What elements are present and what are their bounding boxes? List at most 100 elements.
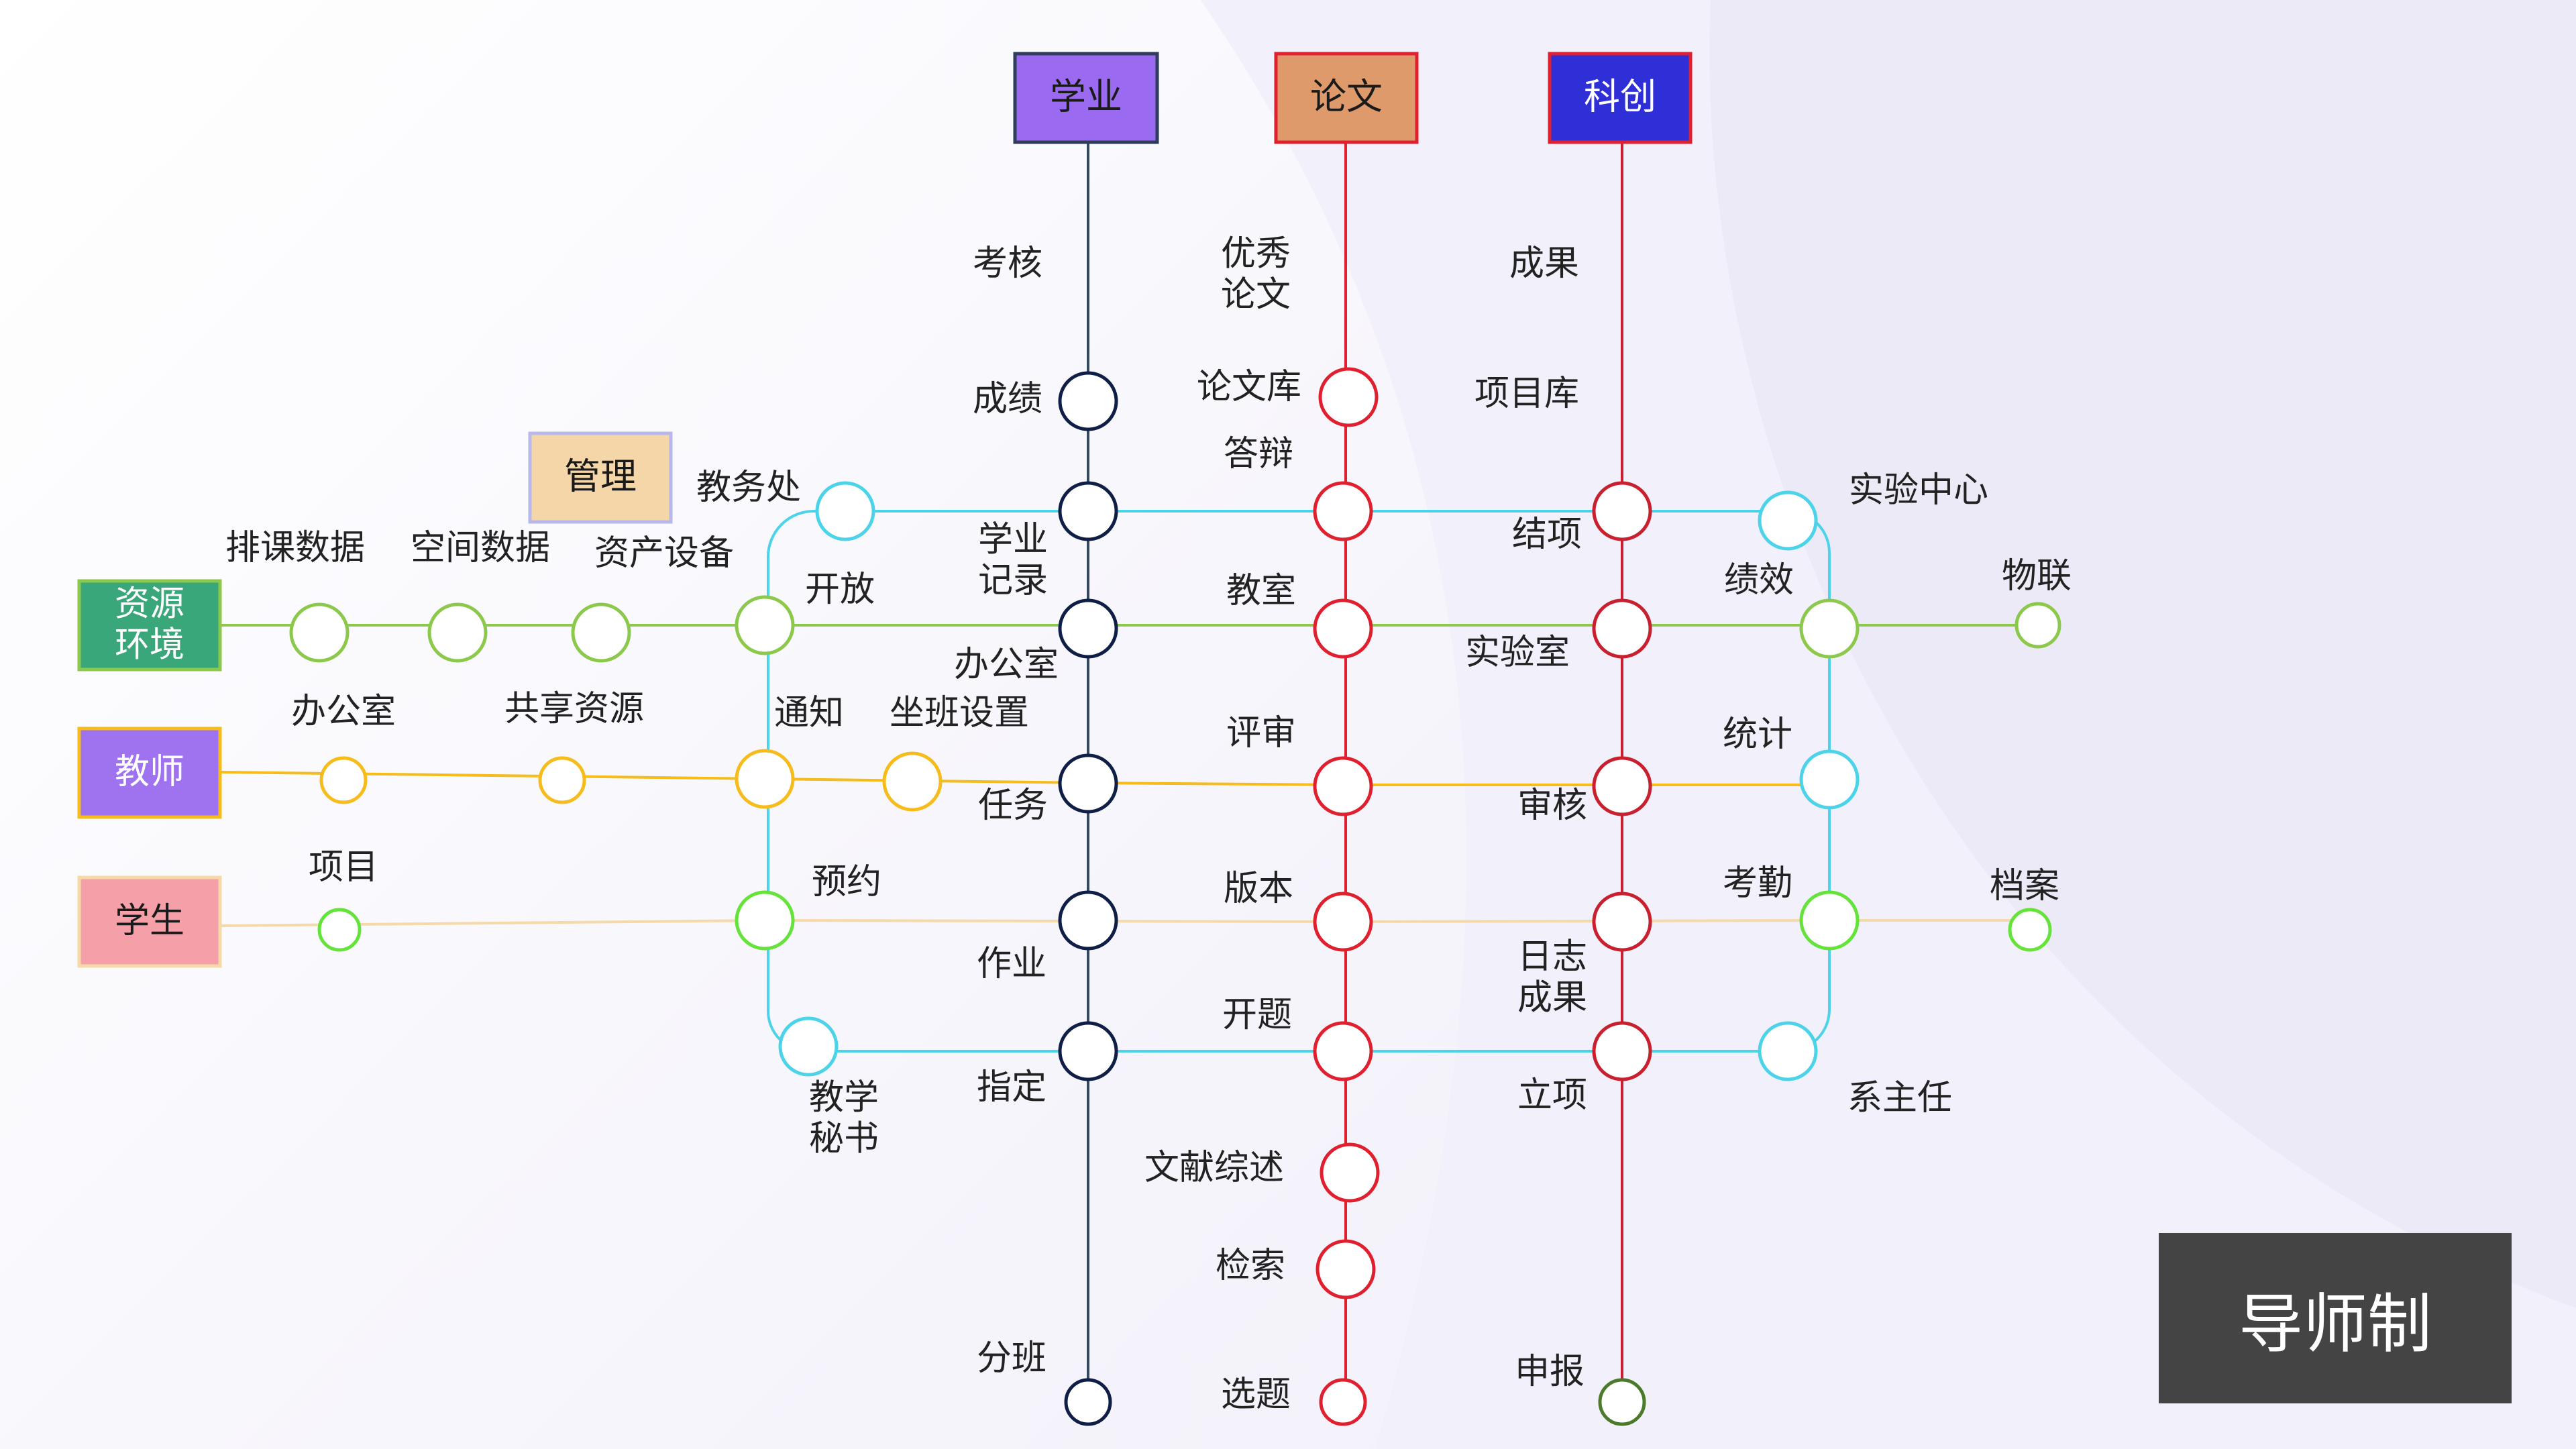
station-16 <box>1592 481 1652 541</box>
station-39 <box>317 908 362 952</box>
line-terminal-boxes: 学业论文科创管理资源环境教师学生 <box>77 52 1693 968</box>
station-9 <box>1313 598 1373 659</box>
station-label-banben: 版本 <box>1224 869 1293 909</box>
station-40 <box>2008 908 2052 952</box>
header-box-label-lunwen: 论文 <box>1310 76 1383 118</box>
station-label-xizhuren: 系主任 <box>1847 1078 1952 1118</box>
station-label-shiyanshi: 实验室 <box>1465 633 1570 673</box>
station-label-bangongshi_1: 办公室 <box>954 645 1059 685</box>
station-label-paike: 排课数据 <box>225 528 365 568</box>
station-label-shenhe: 审核 <box>1517 786 1587 826</box>
station-31 <box>1799 890 1860 951</box>
header-box-kechuang <box>1548 52 1693 144</box>
station-14 <box>1316 1239 1376 1299</box>
metro-lines <box>221 142 2039 1403</box>
side-box-label-ziyuan: 资源环境 <box>115 584 184 665</box>
station-17 <box>1592 598 1652 659</box>
station-25 <box>1758 1021 1818 1081</box>
side-box-xuesheng <box>77 875 222 968</box>
station-label-jiaowuchu: 教务处 <box>696 468 801 508</box>
station-18 <box>1592 756 1652 816</box>
station-label-kaohe: 考核 <box>973 244 1042 284</box>
station-11 <box>1313 892 1373 952</box>
station-7 <box>1318 367 1379 427</box>
station-label-pingshen: 评审 <box>1226 713 1296 753</box>
station-6 <box>1064 1378 1112 1426</box>
station-20 <box>1592 1021 1652 1081</box>
station-24 <box>1799 749 1860 810</box>
station-10 <box>1313 756 1373 816</box>
station-label-wulian: 物联 <box>2002 556 2072 596</box>
station-label-gongxiang: 共享资源 <box>504 689 644 729</box>
station-label-jiexiang: 结项 <box>1512 515 1582 555</box>
station-label-wenxian: 文献综述 <box>1144 1148 1284 1188</box>
station-label-chengguo: 成果 <box>1509 244 1579 284</box>
station-30 <box>735 890 795 951</box>
station-28 <box>1799 598 1860 659</box>
station-35 <box>2015 602 2061 649</box>
station-1 <box>1058 481 1118 541</box>
station-labels: 考核成绩学业记录办公室任务作业指定分班优秀论文论文库答辩教室评审版本开题文献综述… <box>225 233 2072 1415</box>
station-label-zuoban: 坐班设置 <box>890 693 1029 733</box>
station-label-zuoye: 作业 <box>977 944 1046 984</box>
brand-badge: 导师制 <box>2159 1233 2512 1403</box>
station-26 <box>778 1016 839 1077</box>
station-label-xuanti: 选题 <box>1221 1375 1291 1415</box>
station-37 <box>538 756 586 804</box>
station-label-shenbao: 申报 <box>1515 1352 1585 1392</box>
station-2 <box>1058 598 1118 659</box>
station-label-lixiang: 立项 <box>1517 1075 1587 1116</box>
station-19 <box>1592 892 1652 952</box>
side-box-label-xuesheng: 学生 <box>115 901 184 941</box>
station-label-tongji: 统计 <box>1723 714 1792 755</box>
station-8 <box>1313 481 1373 541</box>
station-label-yuyue: 预约 <box>812 862 881 902</box>
station-29 <box>735 749 795 809</box>
header-box-xueye <box>1013 52 1159 144</box>
station-label-jiaoshi_room: 教室 <box>1226 571 1296 611</box>
station-label-kongjian: 空间数据 <box>411 528 550 568</box>
station-label-xueye_jilu: 学业记录 <box>978 519 1048 600</box>
header-box-guanli <box>528 431 673 524</box>
station-33 <box>427 602 488 663</box>
station-32 <box>289 602 350 663</box>
station-13 <box>1320 1142 1380 1203</box>
header-box-label-xueye: 学业 <box>1050 76 1122 118</box>
station-label-shiyan_zhongxin: 实验中心 <box>1849 470 1988 511</box>
side-box-label-jiaoshi: 教师 <box>115 752 184 792</box>
station-label-chengji: 成绩 <box>973 379 1042 419</box>
station-label-zhiding: 指定 <box>977 1067 1046 1108</box>
station-label-tongzhi: 通知 <box>774 693 844 733</box>
station-label-youxiu_lunwen: 优秀论文 <box>1221 233 1291 315</box>
station-label-lunwenku: 论文库 <box>1197 367 1301 407</box>
station-36 <box>319 756 368 804</box>
station-22 <box>815 481 875 541</box>
header-box-lunwen <box>1274 52 1419 144</box>
station-label-bangongshi_2: 办公室 <box>291 692 396 732</box>
station-21 <box>1598 1378 1646 1426</box>
station-label-jiaoxue_mishu: 教学秘书 <box>809 1077 879 1159</box>
station-23 <box>1758 490 1818 551</box>
station-5 <box>1058 1021 1118 1081</box>
side-box-jiaoshi <box>77 727 222 819</box>
station-label-xiangmuku: 项目库 <box>1474 374 1579 414</box>
station-label-xiangmu: 项目 <box>309 847 378 888</box>
station-label-kaoqin: 考勤 <box>1723 863 1792 904</box>
station-27 <box>735 595 795 655</box>
station-label-dabian: 答辩 <box>1224 434 1293 474</box>
station-label-jiansuo: 检索 <box>1216 1246 1285 1286</box>
station-0 <box>1058 371 1118 431</box>
station-12 <box>1313 1021 1373 1081</box>
station-label-zichan: 资产设备 <box>594 533 734 574</box>
station-15 <box>1319 1378 1367 1426</box>
metro-stations <box>289 367 2061 1426</box>
line-teacher <box>221 771 1829 786</box>
station-label-dangan: 档案 <box>1990 866 2059 906</box>
header-box-label-guanli: 管理 <box>564 455 637 498</box>
station-4 <box>1058 890 1118 951</box>
station-label-kaiti: 开题 <box>1222 995 1292 1035</box>
station-label-fenban: 分班 <box>977 1338 1046 1379</box>
side-box-ziyuan <box>77 579 222 672</box>
